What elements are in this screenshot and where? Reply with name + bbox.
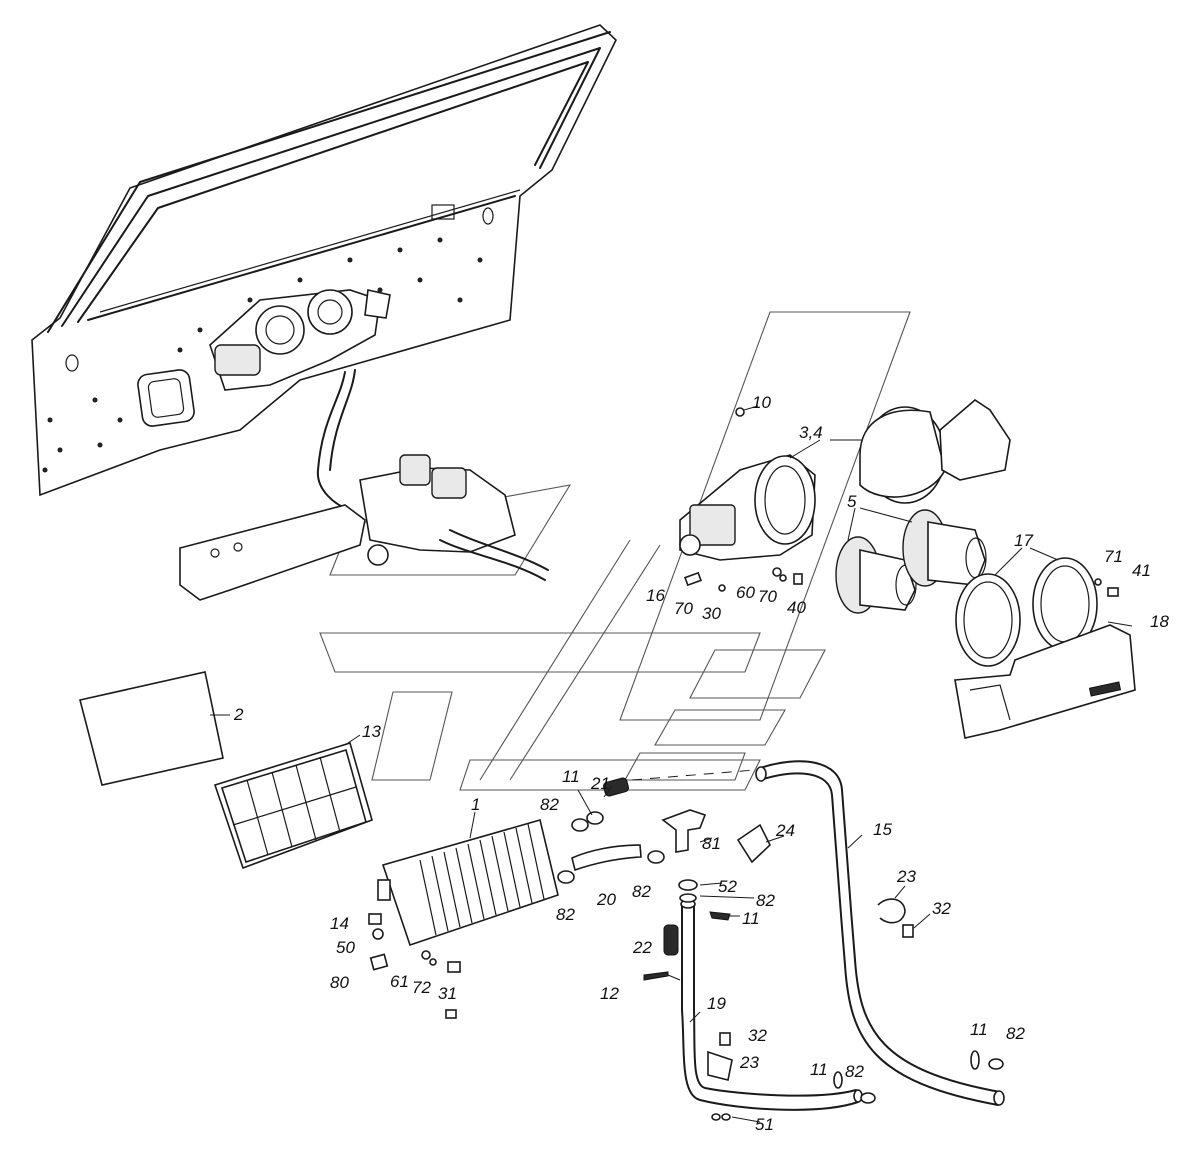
part-label-11-lower: 11 bbox=[810, 1060, 828, 1079]
part-label-82-right: 82 bbox=[756, 891, 775, 910]
part-label-11-right: 11 bbox=[970, 1020, 988, 1039]
part-label-82-lower: 82 bbox=[845, 1062, 864, 1081]
part-label-81: 81 bbox=[702, 834, 721, 853]
part-label-11-top: 11 bbox=[562, 767, 580, 786]
part-label-70-right: 70 bbox=[758, 587, 777, 606]
part-label-71: 71 bbox=[1104, 547, 1123, 566]
part-label-2: 2 bbox=[233, 705, 244, 724]
part-label-21: 21 bbox=[590, 774, 610, 793]
cover-panel bbox=[954, 624, 1136, 739]
part-label-3-4: 3,4 bbox=[799, 423, 823, 442]
part-label-70-left: 70 bbox=[674, 599, 693, 618]
part-label-18: 18 bbox=[1150, 612, 1169, 631]
part-label-30: 30 bbox=[702, 604, 721, 623]
part-label-82-far-right: 82 bbox=[1006, 1024, 1025, 1043]
part-label-22: 22 bbox=[632, 938, 652, 957]
crossmember-and-valve-assembly bbox=[179, 454, 549, 601]
part-label-5: 5 bbox=[847, 492, 857, 511]
part-label-82-left: 82 bbox=[556, 905, 575, 924]
part-label-1: 1 bbox=[471, 795, 480, 814]
part-label-32-bottom: 32 bbox=[748, 1026, 767, 1045]
part-label-80: 80 bbox=[330, 973, 349, 992]
part-label-11-middle: 11 bbox=[742, 909, 760, 928]
part-label-23-bottom: 23 bbox=[739, 1053, 759, 1072]
part-label-32-top: 32 bbox=[932, 899, 951, 918]
heater-radiator bbox=[377, 819, 559, 947]
label-plate bbox=[79, 671, 224, 786]
gaskets bbox=[955, 557, 1098, 667]
part-label-41: 41 bbox=[1132, 561, 1151, 580]
leader-lines bbox=[210, 405, 1133, 1123]
small-parts bbox=[368, 407, 1119, 1121]
heater-housings bbox=[679, 398, 1011, 561]
part-label-52: 52 bbox=[718, 877, 737, 896]
part-label-24: 24 bbox=[775, 821, 795, 840]
installed-heater-assembly bbox=[209, 289, 391, 511]
part-label-82-top: 82 bbox=[540, 795, 559, 814]
part-label-50: 50 bbox=[336, 938, 355, 957]
part-label-12: 12 bbox=[600, 984, 619, 1003]
air-filter bbox=[213, 741, 373, 870]
hoses bbox=[571, 760, 1005, 1111]
part-label-40: 40 bbox=[787, 598, 806, 617]
part-label-60: 60 bbox=[736, 583, 755, 602]
part-label-51: 51 bbox=[755, 1115, 774, 1134]
part-label-72: 72 bbox=[412, 978, 431, 997]
part-label-17: 17 bbox=[1014, 531, 1033, 550]
part-label-82-middle: 82 bbox=[632, 882, 651, 901]
part-label-31: 31 bbox=[438, 984, 457, 1003]
part-label-19: 19 bbox=[707, 994, 726, 1013]
part-number-labels: 2 10 3,4 5 17 71 41 18 16 70 30 60 70 40… bbox=[233, 393, 1169, 1134]
watermark-logo bbox=[319, 311, 911, 791]
blower-motors bbox=[835, 509, 987, 614]
part-label-20: 20 bbox=[596, 890, 616, 909]
part-label-23-top: 23 bbox=[896, 867, 916, 886]
part-label-14: 14 bbox=[330, 914, 349, 933]
cab-front-panel bbox=[31, 24, 617, 497]
part-label-15: 15 bbox=[873, 820, 892, 839]
part-label-13: 13 bbox=[362, 722, 381, 741]
part-label-16: 16 bbox=[646, 586, 665, 605]
part-label-61: 61 bbox=[390, 972, 409, 991]
part-label-10: 10 bbox=[752, 393, 771, 412]
